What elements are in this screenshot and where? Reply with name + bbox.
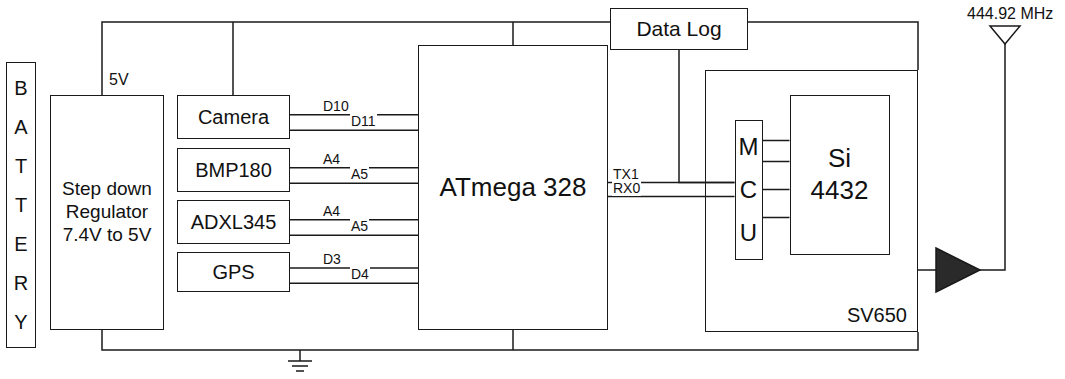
node-text: BMP180 [195, 158, 272, 182]
pin-label: A4 [322, 204, 341, 219]
rf-line [918, 269, 936, 271]
ground-rail [102, 330, 918, 350]
ground-symbol [299, 350, 301, 361]
module-box: SV650 MCU Si 4432 [705, 70, 918, 332]
ground-symbol [288, 361, 312, 371]
signal-wire [763, 189, 790, 191]
sensor-box: ADXL345 [177, 200, 290, 244]
voltage-label: 5V [108, 70, 130, 89]
signal-wire [290, 234, 418, 236]
node-text: ADXL345 [191, 210, 277, 234]
signal-wire [290, 282, 418, 284]
pin-label: A5 [350, 219, 369, 234]
frequency-label: 444.92 MHz [966, 4, 1054, 23]
sensor-box: BMP180 [177, 148, 290, 192]
battery-box: BATTERY [6, 62, 36, 348]
signal-wire [290, 182, 418, 184]
pin-label: D10 [322, 99, 350, 114]
node-text: BATTERY [11, 69, 31, 342]
signal-wire [763, 217, 790, 219]
radio-chip-box: Si 4432 [790, 95, 890, 255]
amplifier-symbol [936, 248, 980, 292]
pin-label: A4 [322, 152, 341, 167]
logger-box: Data Log [610, 8, 748, 50]
node-text: Camera [198, 105, 269, 129]
antenna-symbol [990, 26, 1020, 44]
signal-wire [290, 129, 418, 131]
mcu-strip: MCU [735, 120, 763, 260]
pin-label: D3 [322, 252, 342, 267]
regulator-box: Step down Regulator 7.4V to 5V [50, 95, 164, 330]
node-text: Data Log [636, 16, 721, 41]
pin-label: A5 [350, 167, 369, 182]
power-drop [232, 22, 234, 95]
signal-wire [608, 196, 735, 198]
mcu-box: ATmega 328 [418, 45, 608, 330]
node-text: GPS [212, 260, 254, 284]
ground-drop [512, 330, 514, 350]
node-text: Step down Regulator 7.4V to 5V [57, 178, 157, 246]
pin-label: TX1 [612, 167, 640, 182]
node-text: ATmega 328 [440, 172, 587, 203]
pin-label: D4 [350, 267, 370, 282]
signal-wire [763, 140, 790, 142]
signal-wire [763, 161, 790, 163]
node-text: MCU [737, 125, 761, 255]
pin-label: RX0 [612, 181, 641, 196]
node-text: Si 4432 [806, 143, 874, 205]
antenna-feed [980, 44, 1005, 270]
power-drop [512, 22, 514, 45]
node-text: SV650 [847, 303, 907, 327]
sensor-box: Camera [177, 95, 290, 139]
pin-label: D11 [350, 114, 377, 129]
sensor-box: GPS [177, 252, 290, 292]
